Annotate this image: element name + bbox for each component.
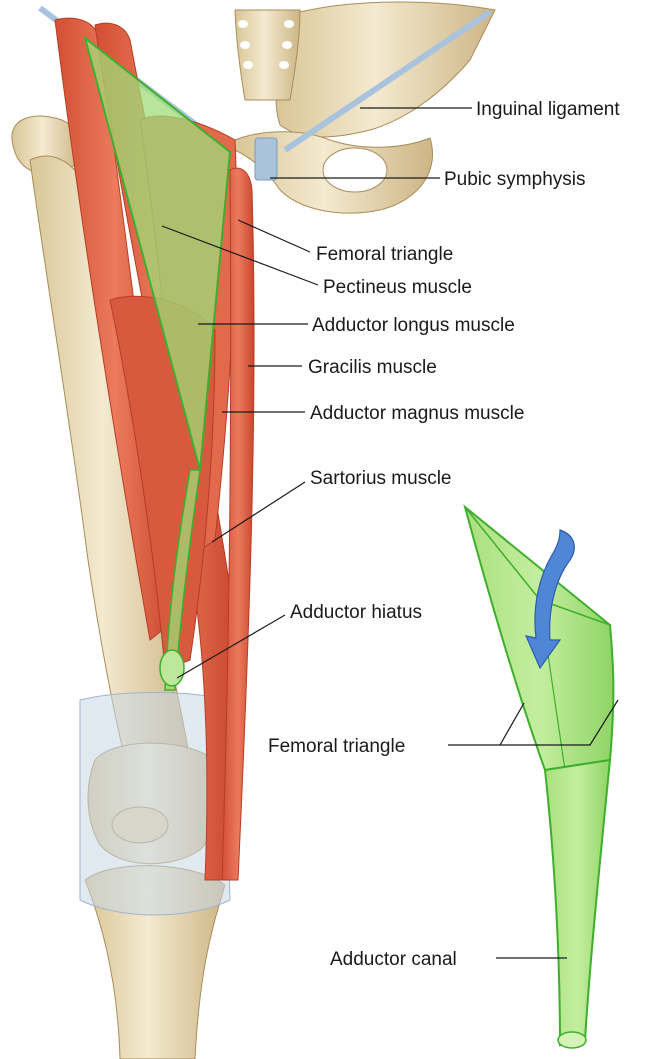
label-sartorius-muscle: Sartorius muscle [310,468,452,489]
iliac-crest [276,2,495,137]
label-pectineus-muscle: Pectineus muscle [323,277,472,298]
label-pubic-symphysis: Pubic symphysis [444,169,586,190]
sacrum [235,10,300,100]
inset-adductor-canal [545,760,610,1045]
label-inguinal-ligament: Inguinal ligament [476,99,620,120]
label-inset-femoral-triangle: Femoral triangle [268,736,405,757]
leader-inset-femoral-triangle [448,703,524,745]
obturator-foramen [323,148,387,192]
label-gracilis-muscle: Gracilis muscle [308,357,437,378]
pubic-symphysis-disc [255,138,277,180]
label-adductor-canal: Adductor canal [330,949,457,970]
inset-canal-opening [558,1032,586,1048]
label-adductor-hiatus: Adductor hiatus [290,602,422,623]
label-femoral-triangle: Femoral triangle [316,244,453,265]
label-adductor-longus-muscle: Adductor longus muscle [312,315,515,336]
adductor-hiatus-opening [160,650,184,686]
inset-canal-diagram [465,507,613,1048]
label-adductor-magnus-muscle: Adductor magnus muscle [310,403,524,424]
leader-sartorius [212,482,305,542]
